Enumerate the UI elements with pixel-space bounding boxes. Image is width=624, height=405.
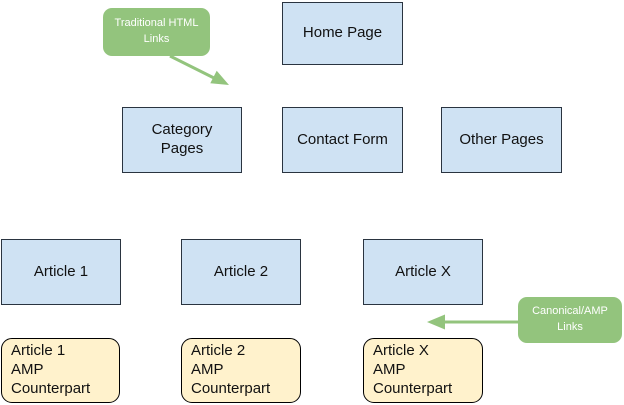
node-article-1: Article 1: [1, 239, 121, 305]
traditional-links-arrow: [169, 54, 229, 85]
callout-traditional-html-links: Traditional HTML Links: [103, 8, 210, 56]
node-article-2-amp-counterpart: Article 2 AMP Counterpart: [181, 338, 301, 403]
node-article-2: Article 2: [181, 239, 301, 305]
callout-label: Traditional HTML Links: [114, 17, 199, 45]
node-label: Contact Form: [297, 130, 388, 148]
node-label: Category Pages: [151, 121, 213, 157]
node-label: Article 2 AMP Counterpart: [191, 342, 271, 397]
node-label: Article X AMP Counterpart: [373, 342, 453, 397]
node-label: Article X: [395, 262, 451, 280]
node-contact-form: Contact Form: [282, 107, 403, 173]
node-label: Article 1: [33, 262, 89, 280]
node-article-1-amp-counterpart: Article 1 AMP Counterpart: [1, 338, 120, 403]
node-other-pages: Other Pages: [441, 107, 562, 173]
callout-canonical-amp-links: Canonical/AMP Links: [518, 297, 622, 343]
callout-label: Canonical/AMP Links: [532, 305, 608, 333]
node-article-x: Article X: [363, 239, 483, 305]
node-label: Article 1 AMP Counterpart: [11, 342, 91, 397]
node-label: Home Page: [302, 24, 383, 42]
node-label: Other Pages: [459, 130, 544, 148]
canonical-links-arrow: [427, 314, 518, 330]
node-home-page: Home Page: [282, 2, 403, 65]
node-category-pages: Category Pages: [122, 107, 242, 173]
node-article-x-amp-counterpart: Article X AMP Counterpart: [363, 338, 483, 403]
node-label: Article 2: [213, 262, 269, 280]
